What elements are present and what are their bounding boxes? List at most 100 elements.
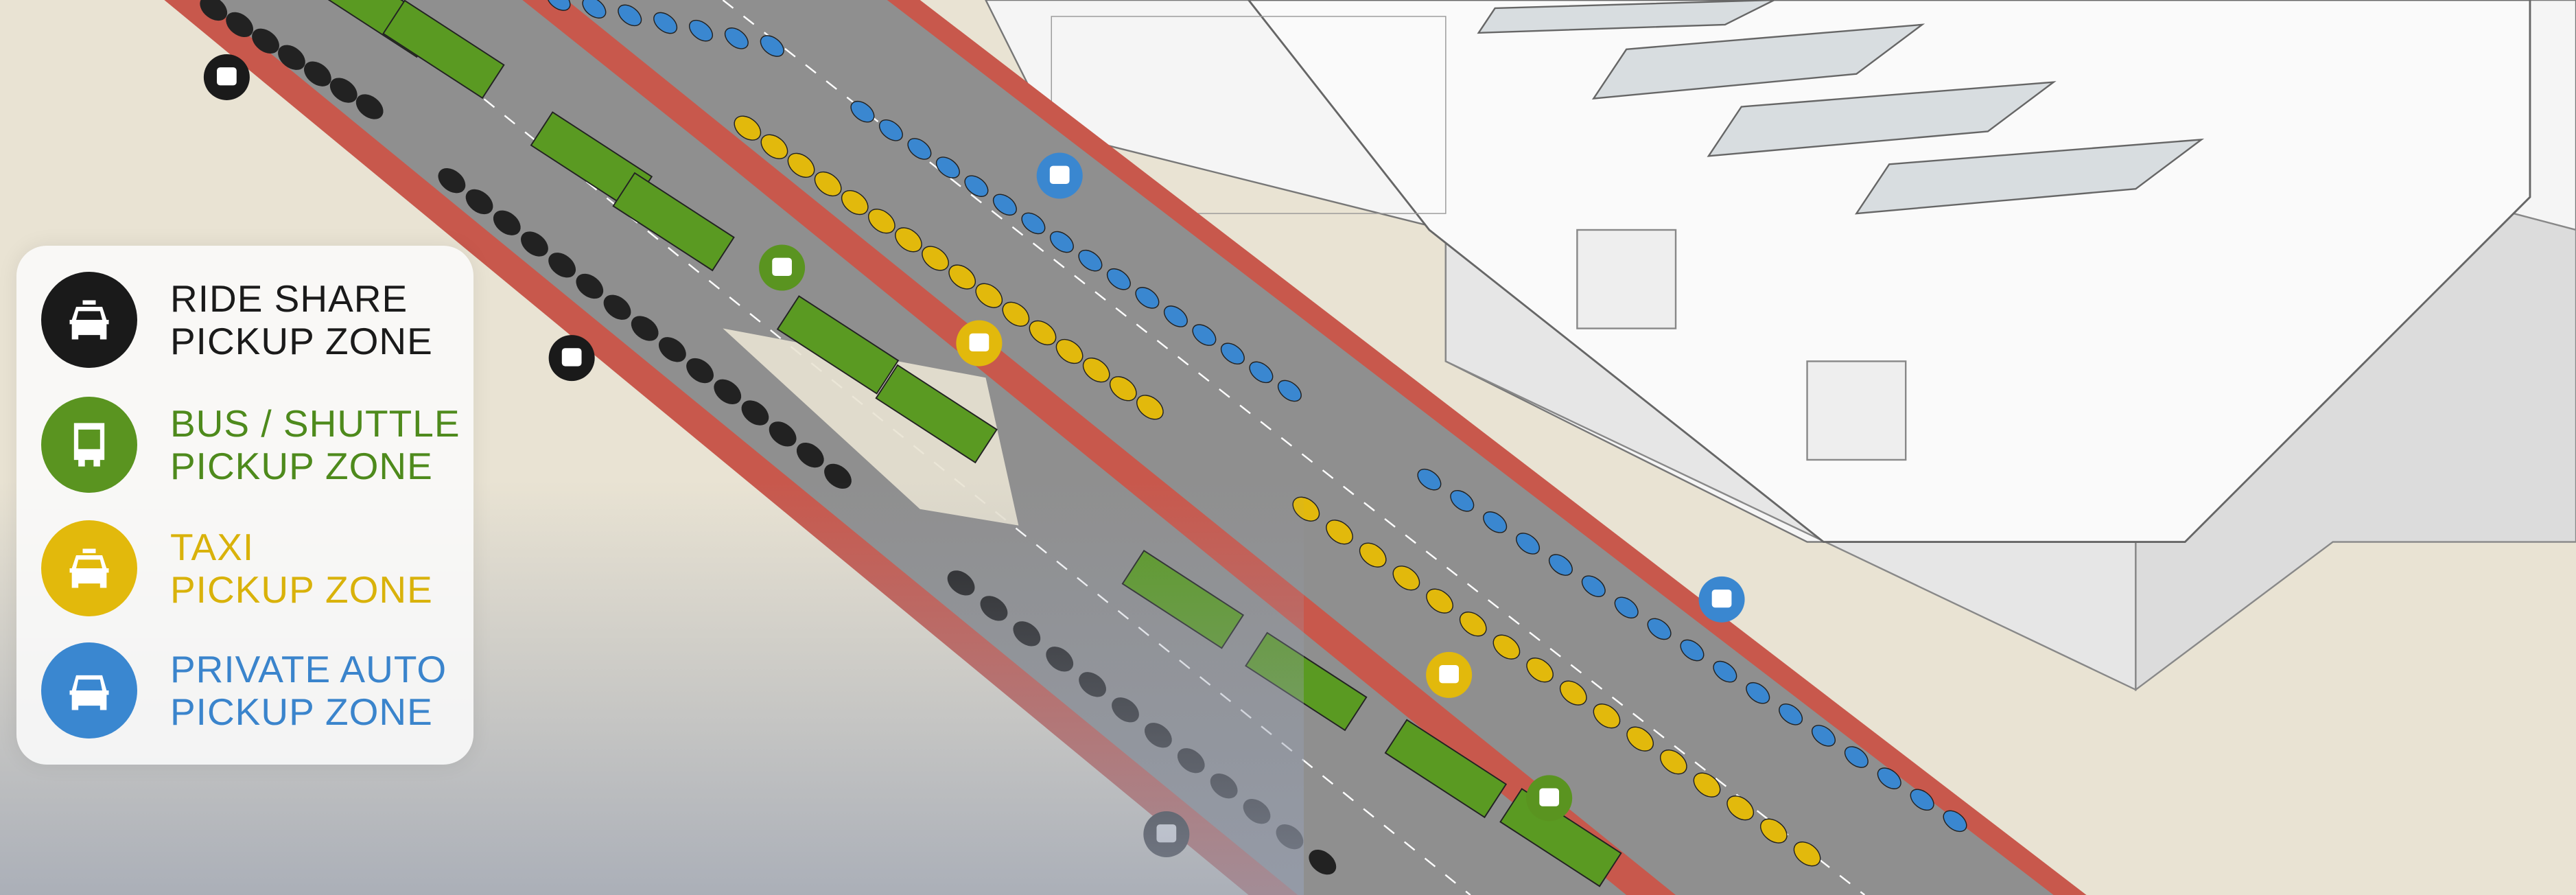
taxi-car xyxy=(1029,320,1057,346)
shuttle-bus xyxy=(776,295,900,395)
taxi-car xyxy=(841,189,869,216)
legend-label-line1: PRIVATE AUTO xyxy=(170,648,447,690)
private-car xyxy=(1713,660,1737,683)
private-car xyxy=(760,35,784,57)
private-car xyxy=(1910,789,1934,811)
taxi-car xyxy=(1082,358,1110,383)
ride-share-car xyxy=(252,28,279,54)
ride-share-car xyxy=(521,231,548,257)
private-car xyxy=(878,119,903,141)
private-car xyxy=(1135,287,1160,309)
marker-glyph xyxy=(1539,788,1560,806)
taxi-car xyxy=(1055,338,1084,364)
ride-share-car xyxy=(686,358,714,384)
private-car xyxy=(1417,468,1442,491)
marker-glyph xyxy=(217,67,237,86)
private-car xyxy=(1483,511,1508,533)
private-car xyxy=(546,0,571,11)
taxi-car-icon xyxy=(41,272,137,368)
private-car xyxy=(1844,746,1869,768)
legend-label-line2: PICKUP ZONE xyxy=(170,568,433,611)
taxi-car xyxy=(814,171,842,197)
ride-share-car xyxy=(493,210,521,235)
private-car xyxy=(1943,810,1967,833)
private-car xyxy=(582,0,607,19)
ride-share-car xyxy=(796,442,824,468)
private-car xyxy=(1680,639,1705,662)
taxi-car xyxy=(1593,704,1621,729)
marker-glyph xyxy=(1049,165,1070,184)
private-car xyxy=(1049,231,1074,253)
taxi-car xyxy=(895,227,922,253)
marker-glyph xyxy=(561,348,582,367)
private-car xyxy=(1811,725,1836,747)
ride-share-car xyxy=(631,316,659,341)
taxi-car xyxy=(1793,841,1821,867)
ride-share-car xyxy=(659,337,686,362)
private-car xyxy=(1220,342,1245,365)
taxi-car xyxy=(760,134,788,159)
private-car xyxy=(1581,575,1606,597)
ride-share-car xyxy=(548,253,576,278)
ride-share-car xyxy=(304,61,331,86)
private-car xyxy=(724,27,749,49)
taxi-car xyxy=(1392,566,1420,591)
taxi-car-icon xyxy=(41,520,137,616)
private-car xyxy=(1021,212,1046,235)
taxi-car xyxy=(1526,658,1554,683)
private-car xyxy=(1249,361,1274,384)
car-icon xyxy=(41,642,137,739)
taxi-car xyxy=(948,264,976,290)
bus-icon xyxy=(41,397,137,493)
shuttle-bus xyxy=(382,0,505,100)
private-car xyxy=(1548,554,1573,576)
legend-label-line2: PICKUP ZONE xyxy=(170,690,433,733)
taxi-car xyxy=(1136,395,1164,420)
marker-glyph xyxy=(1156,824,1177,843)
taxi-car xyxy=(1559,680,1587,706)
taxi-car xyxy=(1326,520,1353,545)
ride-share-car xyxy=(741,400,769,426)
ride-share-car xyxy=(714,379,742,404)
private-car xyxy=(1647,618,1672,640)
shuttle-bus xyxy=(1384,719,1508,819)
private-car xyxy=(907,138,932,160)
taxi-car xyxy=(1002,301,1030,327)
ride-share-car xyxy=(576,273,604,299)
ride-share-car xyxy=(329,78,358,103)
private-car xyxy=(1106,268,1131,290)
taxi-car xyxy=(922,246,949,271)
taxi-car xyxy=(1693,772,1721,798)
taxi-car xyxy=(1659,749,1687,775)
ride-share-car xyxy=(465,189,493,215)
taxi-car xyxy=(975,283,1003,308)
taxi-car xyxy=(734,115,762,141)
ride-share-car xyxy=(355,94,384,119)
marker-glyph xyxy=(1439,665,1459,684)
shuttle-bus xyxy=(1499,787,1622,887)
private-car xyxy=(1277,380,1302,402)
ride-share-car xyxy=(603,294,631,320)
ride-share-car xyxy=(200,0,228,21)
ride-share-car xyxy=(278,45,305,70)
legend-label-line1: BUS / SHUTTLE xyxy=(170,402,460,445)
taxi-car xyxy=(1109,376,1137,402)
taxi-car xyxy=(1359,542,1387,568)
private-car xyxy=(688,19,714,42)
private-car xyxy=(964,175,989,197)
shuttle-bus xyxy=(612,172,735,272)
taxi-car xyxy=(1426,588,1453,614)
taxi-car xyxy=(1626,726,1654,752)
terminal-building xyxy=(985,0,2576,692)
shuttle-bus xyxy=(875,364,998,464)
private-car xyxy=(992,194,1017,216)
private-car xyxy=(1614,596,1639,619)
legend-label-line1: TAXI xyxy=(170,526,255,568)
taxi-car xyxy=(1760,818,1788,844)
legend-label-line2: PICKUP ZONE xyxy=(170,320,433,362)
